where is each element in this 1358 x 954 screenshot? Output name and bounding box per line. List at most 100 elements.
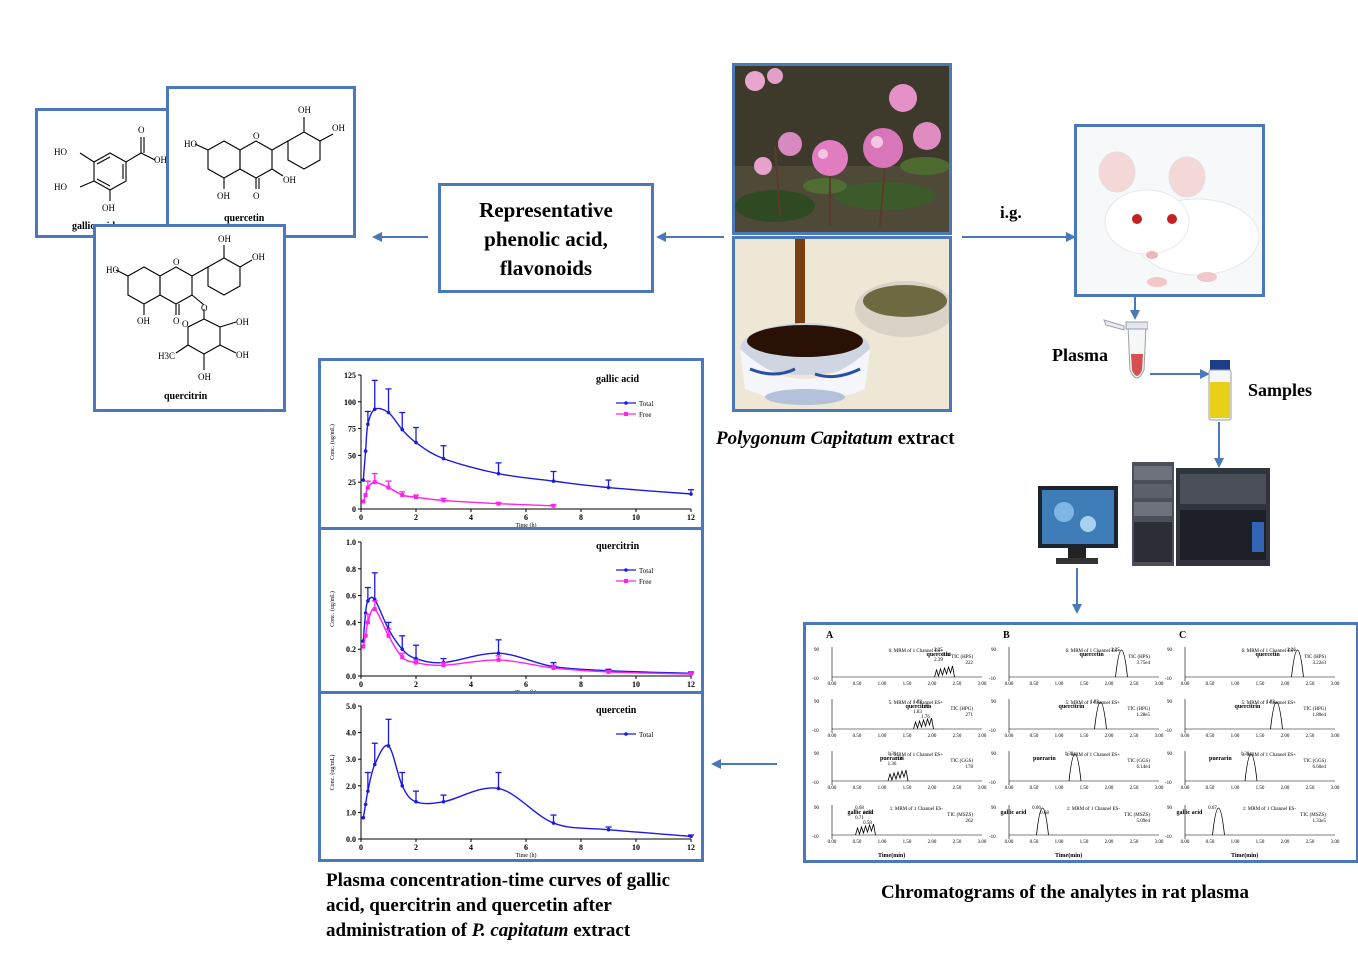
x-tick-label: 2	[414, 680, 418, 689]
x-tick-label: 8	[579, 513, 583, 522]
chrom-x-tick: 2.00	[1281, 734, 1290, 739]
quercetin-name: quercetin	[224, 213, 265, 224]
chrom-x-tick: 1.00	[1231, 786, 1240, 791]
chrom-x-axis-label: Time(min)	[878, 852, 905, 859]
chrom-x-tick: 1.00	[1055, 840, 1064, 845]
chrom-x-tick: 2.00	[1105, 682, 1114, 687]
chrom-analyte-name: quercitrin	[1235, 704, 1262, 710]
data-point	[363, 802, 368, 807]
chrom-x-tick: 1.50	[1080, 840, 1089, 845]
y-tick-label: 0.8	[346, 565, 356, 574]
legend-marker	[624, 568, 628, 572]
chrom-x-tick: 2.50	[1306, 786, 1315, 791]
data-point	[400, 493, 405, 498]
center-box-line-2: phenolic acid,	[484, 227, 608, 251]
chrom-ytop: 90	[1167, 648, 1173, 653]
chrom-x-tick: 3.00	[1155, 786, 1164, 791]
pk-caption-line-2: acid, quercitrin and quercetin after	[326, 895, 612, 916]
chrom-x-tick: 0.00	[1181, 840, 1190, 845]
chrom-mrm: 1: MRM of 1 Channel ES-	[890, 807, 944, 812]
quercitrin-label-o-ring: O	[173, 257, 180, 267]
data-point	[361, 644, 366, 649]
chrom-x-tick: 0.50	[853, 682, 862, 687]
y-tick-label: 25	[348, 478, 356, 487]
chrom-ybottom: -10	[812, 781, 819, 786]
chrom-intensity: 222	[966, 661, 974, 666]
x-tick-label: 8	[579, 843, 583, 852]
data-point	[606, 485, 611, 490]
series-line-free	[362, 481, 554, 507]
chrom-peak-label: 2.22	[942, 653, 951, 658]
quercitrin-label-oh-5: OH	[236, 350, 249, 360]
chrom-peak	[1094, 701, 1107, 730]
y-tick-label: 5.0	[346, 702, 356, 711]
y-tick-label: 0.2	[346, 645, 356, 654]
chrom-x-axis-label: Time(min)	[1231, 852, 1258, 859]
chrom-intensity: 262	[966, 819, 974, 824]
data-point	[496, 471, 501, 476]
rat-image	[1077, 127, 1262, 294]
quercitrin-structure-box: HO OH OH OH OH OH OH O O O O H3C quercit…	[93, 224, 286, 412]
chrom-x-tick: 1.00	[878, 682, 887, 687]
chrom-x-tick: 1.00	[1055, 682, 1064, 687]
chrom-x-tick: 1.00	[1231, 840, 1240, 845]
chrom-x-tick: 0.50	[1206, 682, 1215, 687]
chrom-x-tick: 1.00	[1231, 682, 1240, 687]
rat-photo	[1074, 124, 1265, 297]
chrom-peak-label: 0.66	[1032, 806, 1041, 811]
samples-label: Samples	[1248, 380, 1313, 400]
chrom-ybottom: -10	[989, 835, 996, 840]
chrom-ytop: 90	[814, 752, 820, 757]
data-point	[361, 499, 366, 504]
chrom-peak-label: 2.39	[934, 658, 943, 663]
chrom-x-tick: 0.50	[1030, 840, 1039, 845]
chrom-x-tick: 3.00	[1331, 840, 1340, 845]
chromatogram-caption: Chromatograms of the analytes in rat pla…	[881, 882, 1250, 903]
representative-compounds-box: Representative phenolic acid, flavonoids	[438, 183, 654, 293]
chrom-ytop: 90	[991, 806, 997, 811]
data-point	[363, 633, 368, 638]
chrom-peak-label: 1.83	[1266, 700, 1275, 705]
x-tick-label: 0	[359, 513, 363, 522]
chrom-tic: TIC (MSZS)	[1124, 813, 1150, 818]
quercetin-label-o-ring: O	[253, 131, 260, 141]
x-tick-label: 0	[359, 680, 363, 689]
data-point	[386, 485, 391, 490]
chrom-x-tick: 2.50	[1130, 786, 1139, 791]
chrom-x-tick: 1.50	[1256, 840, 1265, 845]
pk-caption-line-3-suffix: extract	[568, 920, 631, 941]
y-tick-label: 0.0	[346, 835, 356, 844]
quercetin-label-oh-3: OH	[283, 175, 296, 185]
chrom-x-tick: 2.00	[928, 786, 937, 791]
chrom-ytop: 90	[991, 752, 997, 757]
chrom-peak-label: 1.32	[1065, 752, 1074, 757]
chrom-x-tick: 0.00	[1181, 786, 1190, 791]
data-point	[363, 449, 368, 453]
data-point	[689, 671, 693, 676]
data-point	[400, 784, 405, 788]
chrom-x-tick: 1.00	[878, 840, 887, 845]
series-line-free	[362, 608, 692, 675]
extract-caption: Polygonum Capitatum extract	[716, 428, 955, 450]
chrom-panel-label: A	[826, 630, 834, 641]
data-point	[386, 744, 391, 748]
tea-photo-image	[735, 239, 949, 409]
chrom-x-tick: 1.50	[903, 734, 912, 739]
chrom-x-tick: 3.00	[978, 786, 987, 791]
x-tick-label: 2	[414, 513, 418, 522]
data-point	[496, 786, 501, 791]
data-point	[414, 495, 418, 500]
chrom-x-tick: 2.50	[1306, 682, 1315, 687]
chrom-x-tick: 2.50	[1306, 734, 1315, 739]
chart-title: gallic acid	[596, 374, 639, 385]
chrom-mrm: 1: MRM of 1 Channel ES-	[1243, 807, 1297, 812]
center-box-line-1: Representative	[479, 198, 613, 222]
chrom-intensity: 3.75e4	[1137, 661, 1151, 666]
chrom-x-tick: 0.50	[853, 786, 862, 791]
x-tick-label: 12	[687, 680, 695, 689]
chrom-x-tick: 1.50	[1256, 786, 1265, 791]
chrom-peak	[1068, 753, 1082, 782]
extract-caption-plain: extract	[892, 428, 955, 449]
